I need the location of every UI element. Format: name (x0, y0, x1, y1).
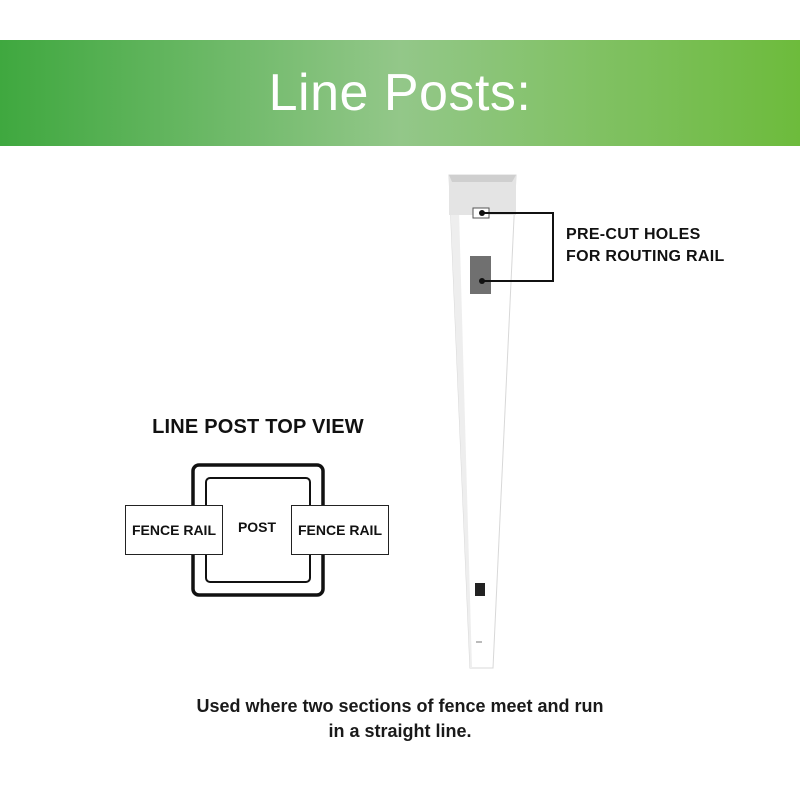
caption-line-1: Used where two sections of fence meet an… (196, 696, 604, 716)
caption-line-2: in a straight line. (328, 721, 472, 741)
post-mark (476, 641, 482, 643)
post-label: POST (237, 519, 277, 535)
callout-dot-upper (479, 210, 485, 216)
title-banner: Line Posts: (0, 40, 800, 146)
right-fence-rail: FENCE RAIL (291, 505, 389, 555)
bottom-hole (475, 583, 485, 596)
left-fence-rail-label: FENCE RAIL (132, 522, 216, 538)
pre-cut-holes-label: PRE-CUT HOLES FOR ROUTING RAIL (566, 224, 766, 268)
right-fence-rail-label: FENCE RAIL (298, 522, 382, 538)
left-fence-rail: FENCE RAIL (125, 505, 223, 555)
callout-line-1: PRE-CUT HOLES (566, 226, 701, 243)
post-top-inner-shadow (449, 175, 516, 182)
usage-caption: Used where two sections of fence meet an… (100, 694, 700, 744)
post-shading (449, 175, 472, 668)
line-post-image (448, 174, 517, 669)
top-view-title: LINE POST TOP VIEW (152, 416, 364, 438)
lower-hole-highlight (470, 246, 491, 256)
page-title: Line Posts: (268, 64, 532, 122)
callout-bracket (479, 210, 554, 284)
callout-line (483, 212, 554, 282)
callout-line-2: FOR ROUTING RAIL (566, 248, 725, 265)
callout-dot-lower (479, 278, 485, 284)
